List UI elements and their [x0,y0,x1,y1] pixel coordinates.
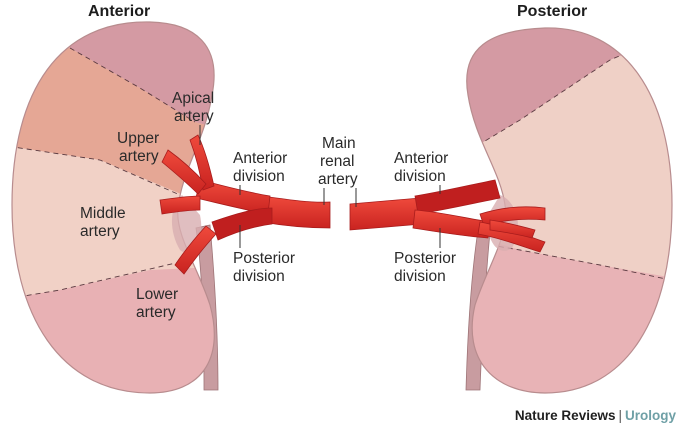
right-kidney-outline [466,27,673,394]
heading-posterior: Posterior [517,3,587,20]
anterior-division-left-label-1: Anterior [233,150,287,167]
left-arteries [159,134,331,275]
apical-segment [40,21,215,140]
main-renal-label-2: renal [320,153,354,170]
posterior-division-left [211,207,273,241]
upper-artery-label-1: Upper [117,130,159,147]
publication-credit: Nature Reviews|Urology [515,408,676,423]
posterior-branch-mid [489,219,536,239]
apical-artery-label-2: artery [174,108,214,125]
posterior-division-right-label-1: Posterior [394,250,456,267]
right-kidney [465,27,673,394]
segment-boundary-2 [12,144,181,196]
anterior-division-right-label-1: Anterior [394,150,448,167]
main-renal-artery-right [349,197,423,231]
main-renal-artery-left [261,195,331,229]
lower-artery-vessel [174,225,217,275]
anterior-division-right [414,179,501,215]
apical-artery-label-1: Apical [172,90,214,107]
middle-artery-label-2: artery [80,223,120,240]
publisher-name: Nature Reviews [514,408,616,423]
lower-artery-label-2: artery [136,304,176,321]
right-boundary-1 [469,29,672,151]
middle-artery-vessel [159,195,201,215]
posterior-division-left-label-1: Posterior [233,250,295,267]
heading-anterior: Anterior [88,3,150,20]
middle-artery-label-1: Middle [80,205,126,222]
main-renal-label-1: Main [322,135,356,152]
left-kidney [11,21,219,394]
apical-artery-vessel [189,134,215,191]
anterior-division-right-label-2: division [394,168,446,185]
credit-separator: | [618,408,622,423]
upper-artery-vessel [161,149,207,195]
posterior-division-right [412,209,491,239]
journal-name: Urology [624,408,676,423]
posterior-division-right-label-2: division [394,268,446,285]
right-arteries [349,179,546,253]
lower-artery-label-1: Lower [136,286,178,303]
left-kidney-outline [11,21,215,394]
anterior-division-left-label-2: division [233,168,285,185]
upper-artery-label-2: artery [119,148,159,165]
posterior-division-left-label-2: division [233,268,285,285]
main-renal-label-3: artery [318,171,358,188]
